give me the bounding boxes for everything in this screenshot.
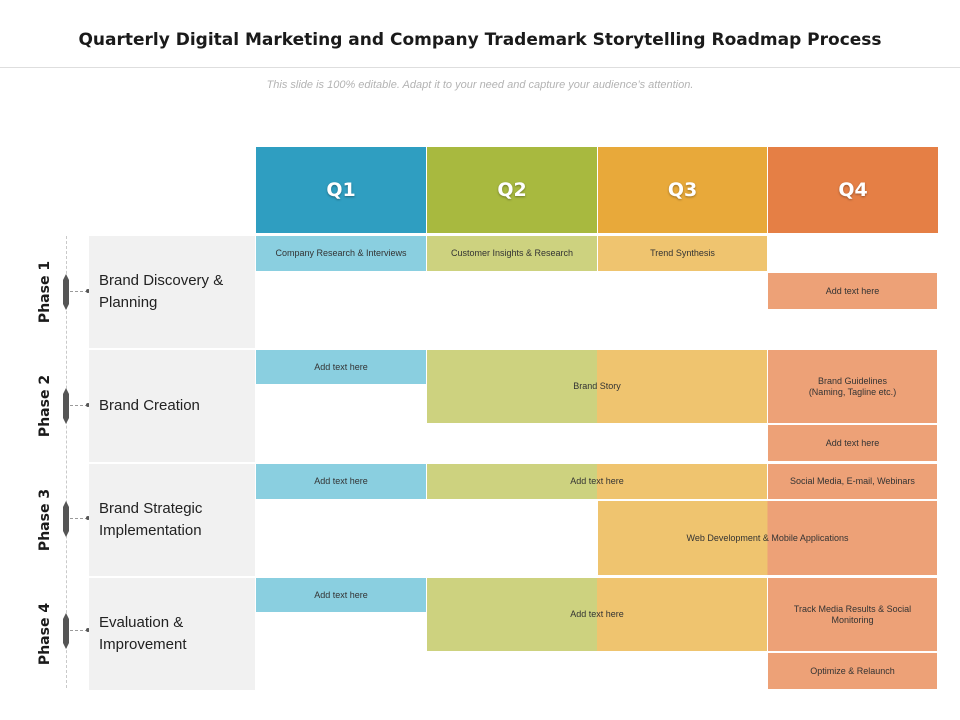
phase-3-connector-dot [86, 516, 90, 520]
phase-3-connector [70, 518, 88, 519]
phase-1-label: Phase 1 [22, 236, 68, 348]
quarter-header-q3: Q3 [598, 147, 768, 233]
phase-4-marker [63, 613, 69, 649]
phase-4-connector [70, 630, 88, 631]
phase-3-label: Phase 3 [22, 464, 68, 576]
task-customer-insights: Customer Insights & Research [427, 236, 598, 272]
task-p1-q4-placeholder: Add text here [768, 273, 938, 310]
task-trend-synthesis: Trend Synthesis [598, 236, 768, 272]
phase-timeline [66, 236, 67, 688]
task-web-development: Web Development & Mobile Applications [598, 501, 938, 576]
quarter-header-q1: Q1 [256, 147, 427, 233]
task-brand-story: Brand Story [427, 350, 768, 424]
phase-2-connector-dot [86, 403, 90, 407]
phase-1-marker [63, 274, 69, 310]
task-company-research: Company Research & Interviews [256, 236, 427, 272]
phase-1-connector [70, 291, 88, 292]
row-label-brand-discovery: Brand Discovery & Planning [89, 236, 255, 348]
title-divider [0, 67, 960, 68]
row-label-evaluation: Evaluation & Improvement [89, 578, 255, 690]
phase-4-connector-dot [86, 628, 90, 632]
phase-1-text: Phase 1 [37, 260, 53, 324]
task-p4-q2q3-placeholder: Add text here [427, 578, 768, 652]
quarter-header-q2: Q2 [427, 147, 598, 233]
phase-2-connector [70, 405, 88, 406]
phase-3-marker [63, 501, 69, 537]
task-track-media: Track Media Results & Social Monitoring [768, 578, 938, 652]
task-p2-q1-placeholder: Add text here [256, 350, 427, 385]
task-optimize-relaunch: Optimize & Relaunch [768, 653, 938, 690]
page-title: Quarterly Digital Marketing and Company … [78, 30, 882, 50]
task-social-media: Social Media, E-mail, Webinars [768, 464, 938, 500]
phase-1-connector-dot [86, 289, 90, 293]
page-subtitle: This slide is 100% editable. Adapt it to… [266, 79, 694, 91]
phase-2-marker [63, 388, 69, 424]
row-label-brand-creation: Brand Creation [89, 350, 255, 462]
row-label-brand-implementation: Brand Strategic Implementation [89, 464, 255, 576]
task-p4-q1-placeholder: Add text here [256, 578, 427, 613]
phase-3-text: Phase 3 [37, 488, 53, 552]
phase-2-text: Phase 2 [37, 374, 53, 438]
task-p2-q4-placeholder: Add text here [768, 425, 938, 462]
quarter-header-q4: Q4 [768, 147, 938, 233]
task-p3-q1-placeholder: Add text here [256, 464, 427, 500]
task-brand-guidelines: Brand Guidelines (Naming, Tagline etc.) [768, 350, 938, 424]
phase-4-label: Phase 4 [22, 578, 68, 690]
task-p3-q2q3-placeholder: Add text here [427, 464, 768, 500]
phase-4-text: Phase 4 [37, 602, 53, 666]
phase-2-label: Phase 2 [22, 350, 68, 462]
